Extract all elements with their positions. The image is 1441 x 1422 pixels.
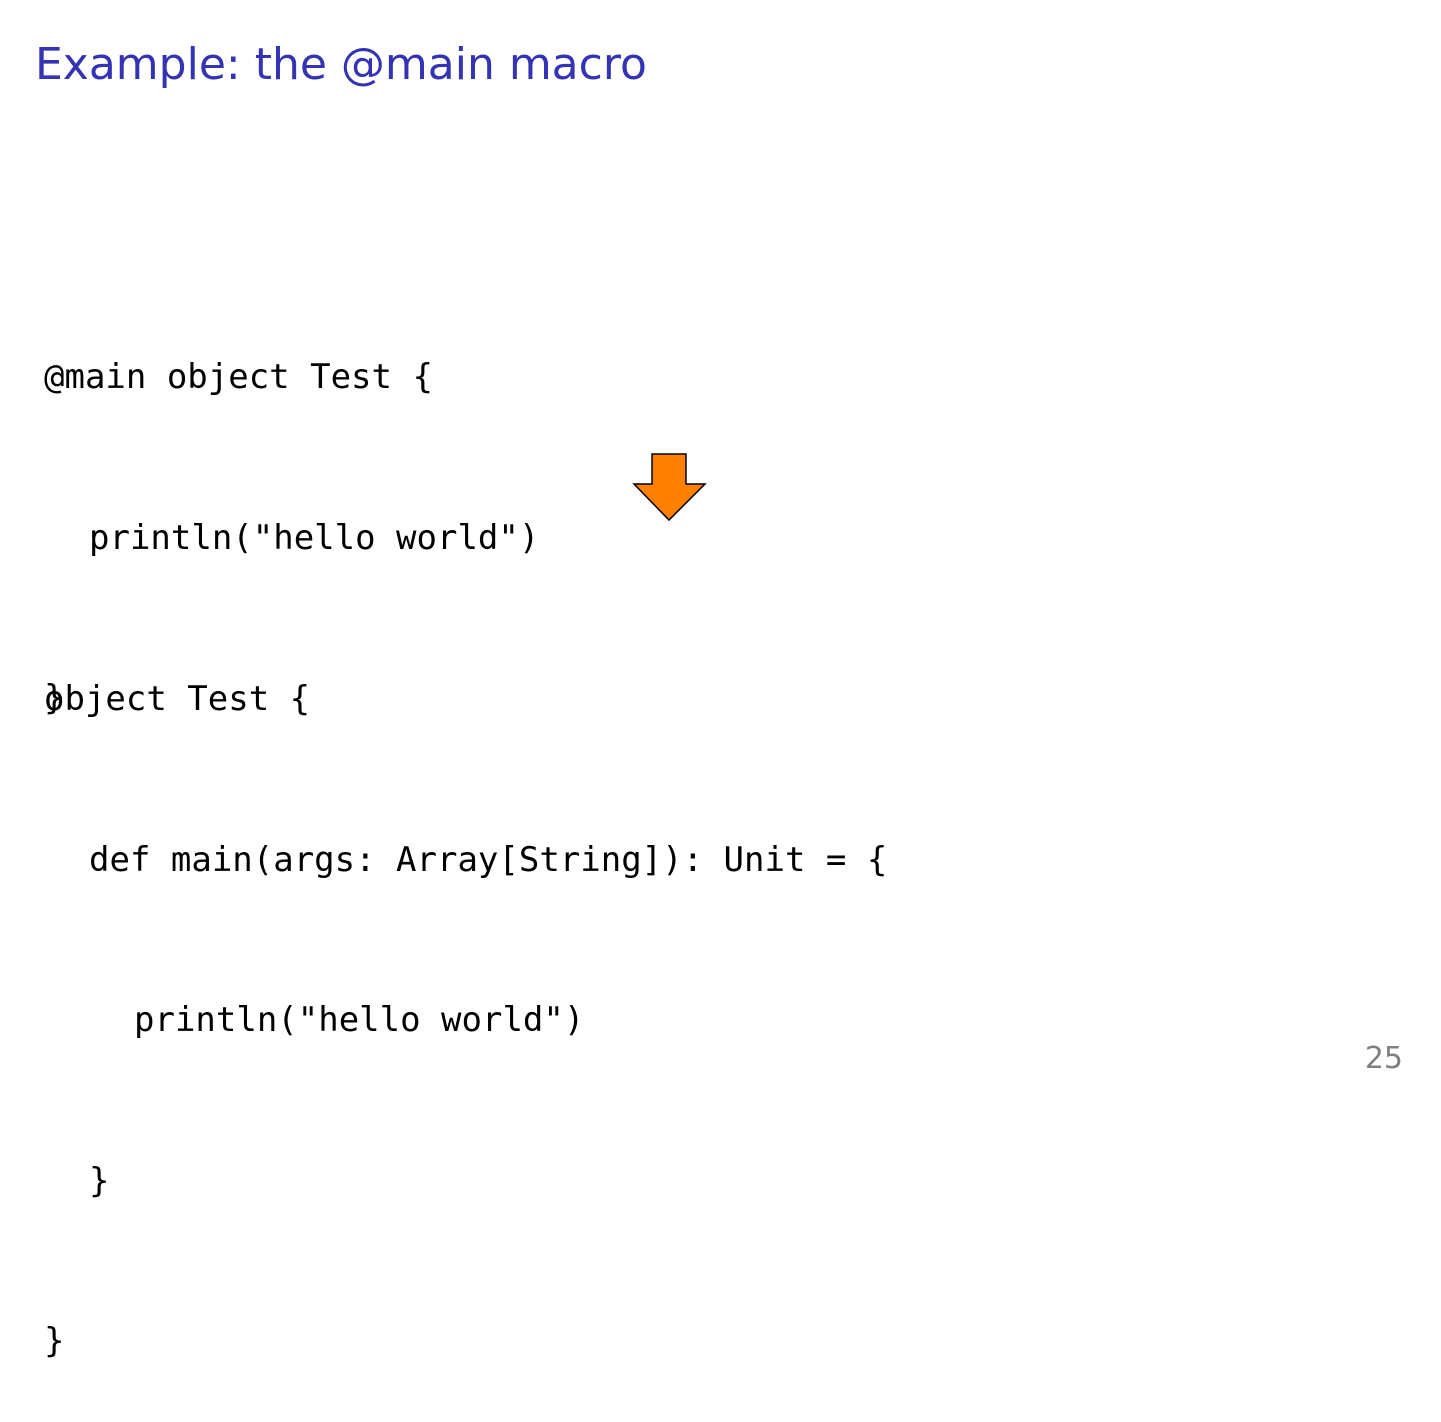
down-arrow-shape (632, 453, 707, 522)
code-line: println("hello world") (134, 1000, 585, 1040)
page-number: 25 (1364, 1041, 1403, 1076)
code-line: println("hello world") (89, 517, 540, 558)
code-line: @main object Test { (44, 357, 433, 397)
slide-title: Example: the @main macro (35, 39, 647, 90)
down-arrow-icon (632, 453, 707, 522)
code-line: } (44, 678, 65, 718)
code-line: } (89, 1160, 110, 1201)
code-line: def main(args: Array[String]): Unit = { (89, 839, 888, 880)
code-line: object Test { (44, 679, 311, 719)
code-block-before: @main object Test { println("hello world… (44, 244, 539, 779)
code-block-after: object Test { def main(args: Array[Strin… (44, 566, 887, 1422)
code-line: } (44, 1321, 65, 1361)
